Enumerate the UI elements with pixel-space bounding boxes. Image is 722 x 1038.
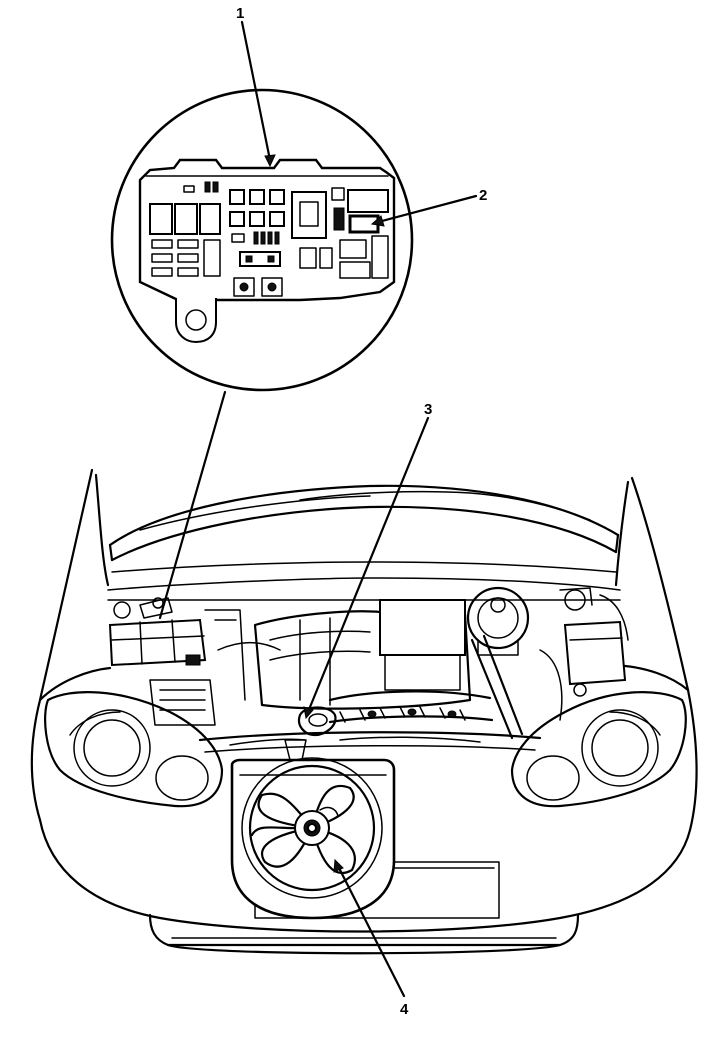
callout-labels: 1 2 3 4 xyxy=(236,5,487,1018)
callout-1-label: 1 xyxy=(236,5,244,22)
cooling-fan-assembly xyxy=(230,757,396,920)
engine-compartment xyxy=(107,577,629,761)
callout-2-label: 2 xyxy=(479,187,487,204)
underhood-fuse-box xyxy=(108,597,207,667)
left-headlamp xyxy=(44,691,224,808)
leader-lines xyxy=(158,20,478,998)
right-headlamp xyxy=(510,691,687,808)
brake-booster xyxy=(466,586,530,656)
engine-block xyxy=(253,599,494,724)
fuse-box-detail-inset xyxy=(110,88,414,392)
callout-4-label: 4 xyxy=(400,1001,409,1018)
callout-3-label: 3 xyxy=(424,401,432,418)
car-front-view xyxy=(30,468,698,955)
